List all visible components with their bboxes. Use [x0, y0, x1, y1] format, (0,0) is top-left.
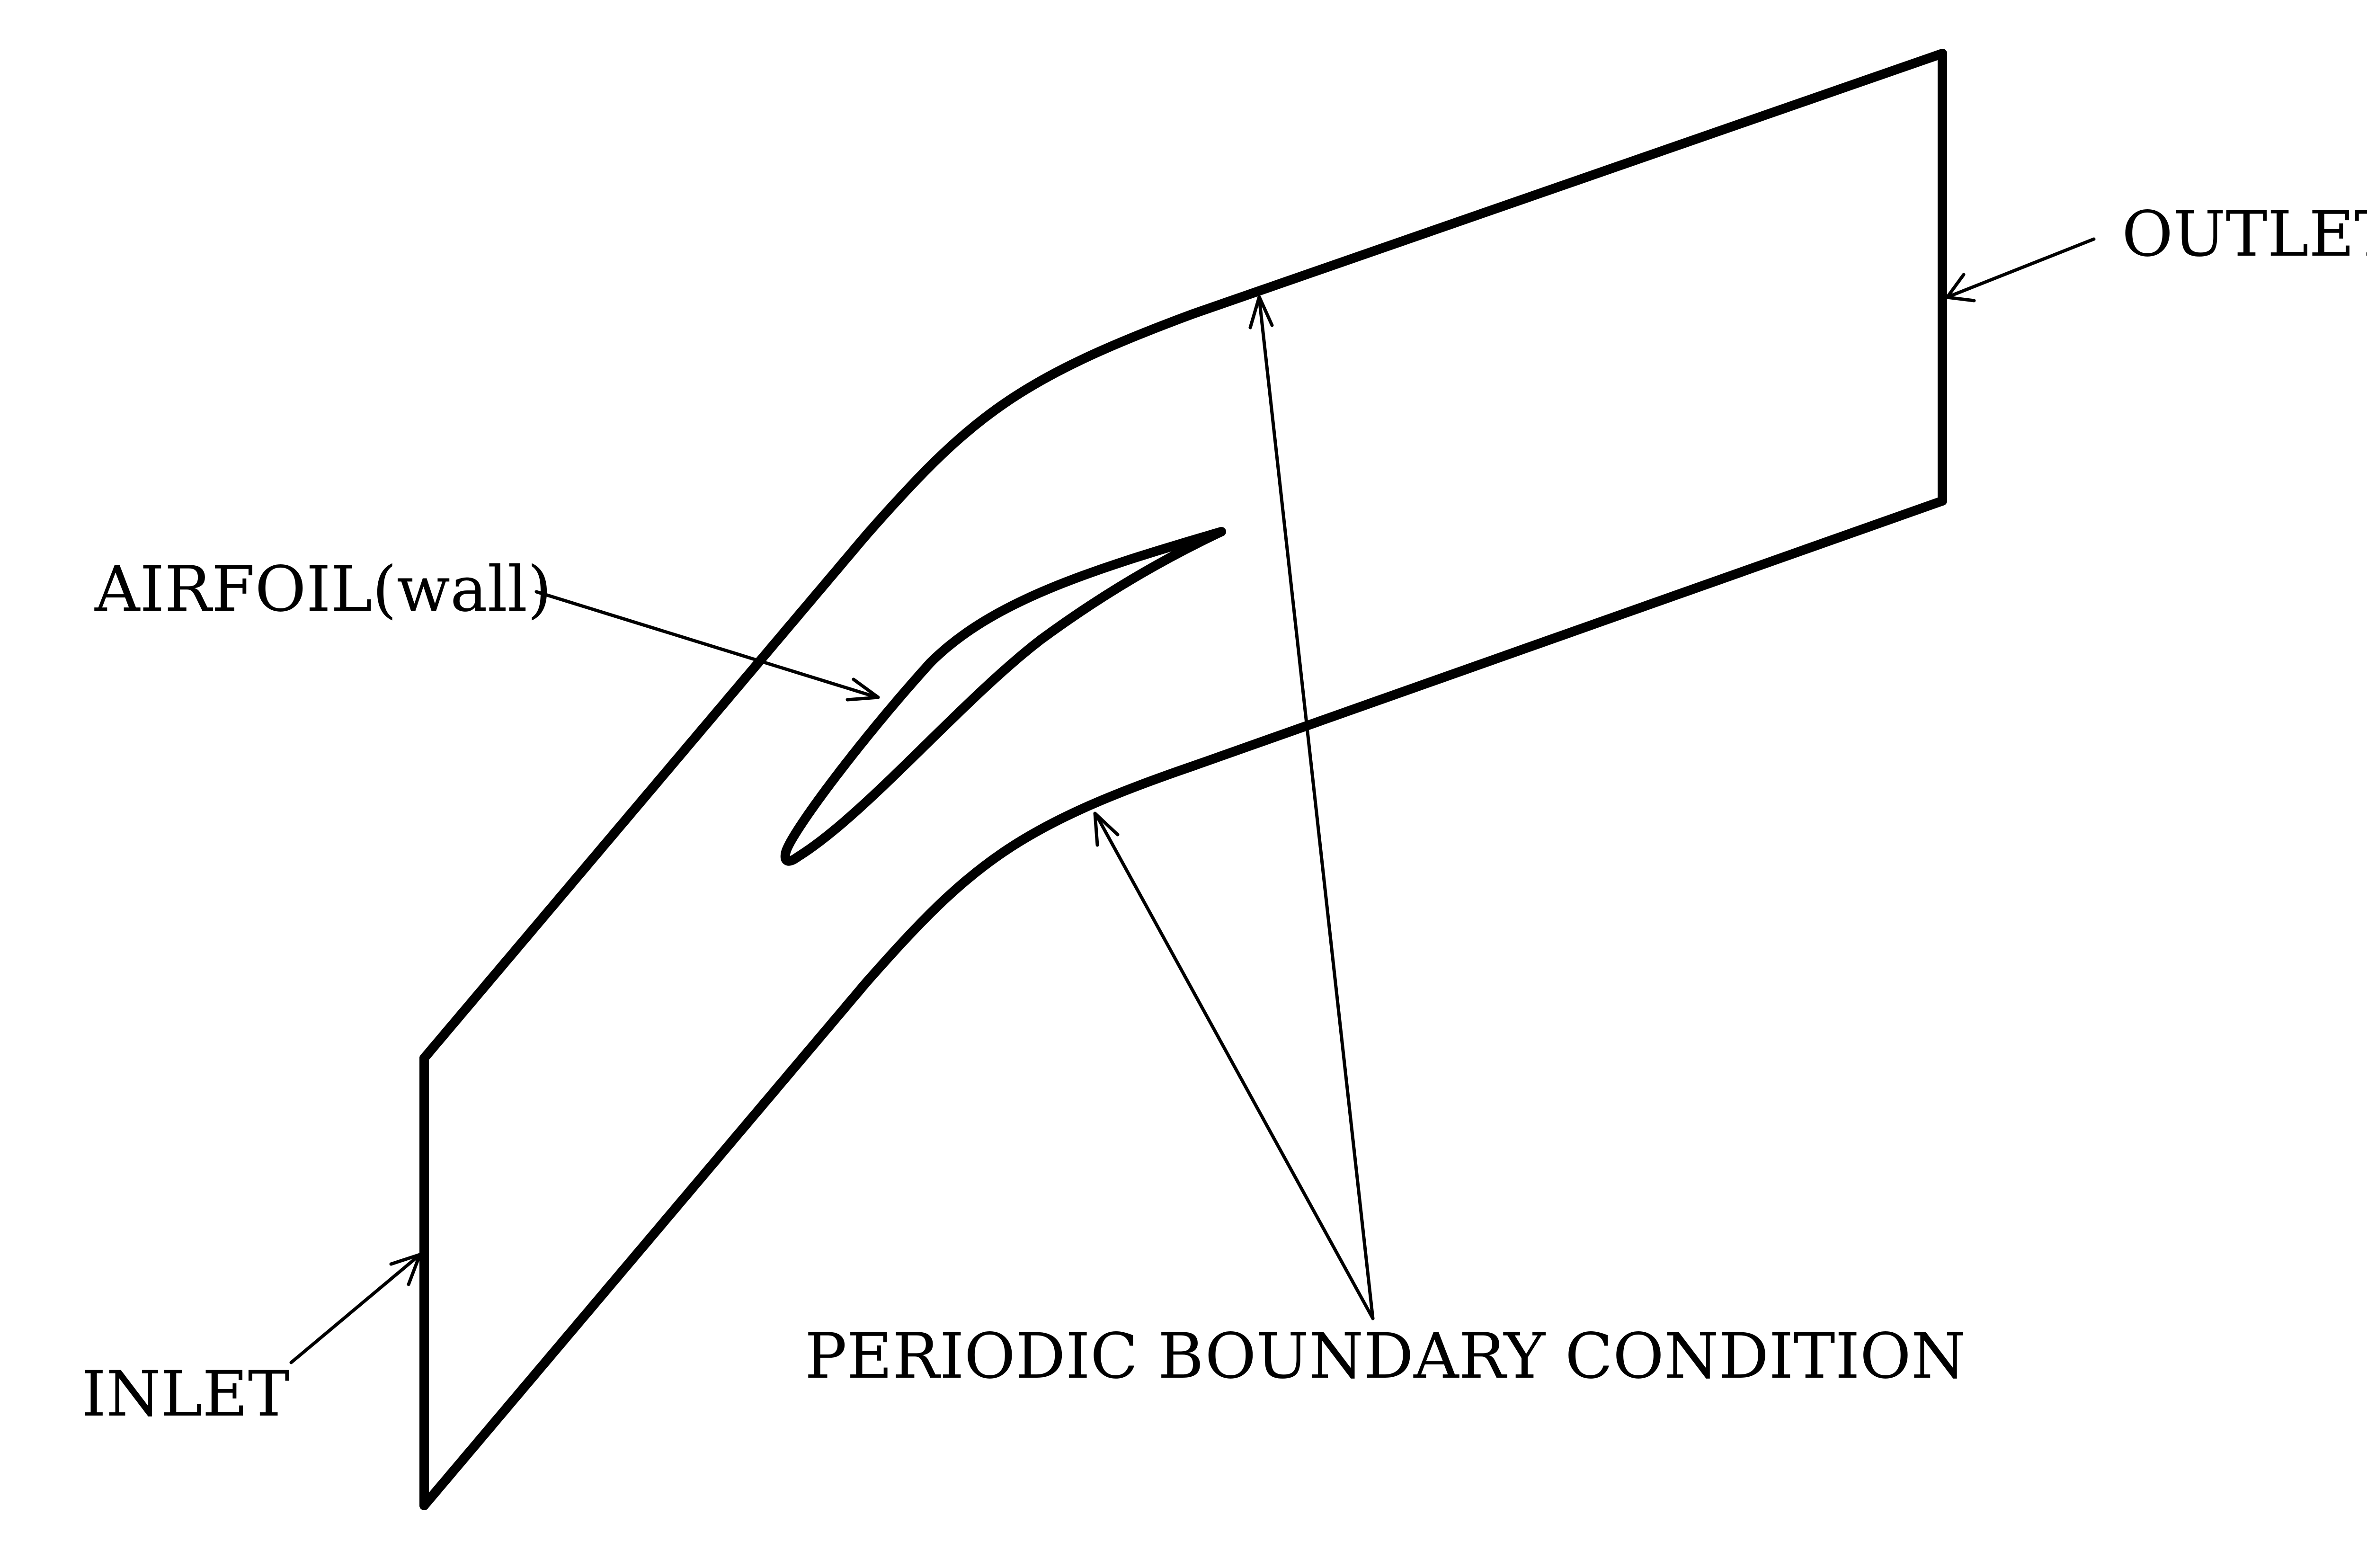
airfoil-shape	[780, 527, 1226, 866]
outlet-label: OUTLET	[2122, 198, 2367, 271]
periodic-boundary-label: PERIODIC BOUNDARY CONDITION	[805, 1320, 1966, 1393]
airfoil-leader	[534, 590, 880, 702]
upper-periodic-boundary	[419, 49, 1947, 1063]
periodic-leader-lower	[1093, 811, 1375, 1320]
inlet-label: INLET	[81, 1358, 290, 1431]
lower-periodic-boundary	[419, 496, 1947, 1510]
airfoil-label: AIRFOIL(wall)	[94, 553, 552, 626]
inlet-leader	[289, 1253, 422, 1364]
outlet-leader	[1945, 237, 2096, 303]
periodic-leader-upper	[1248, 295, 1375, 1320]
